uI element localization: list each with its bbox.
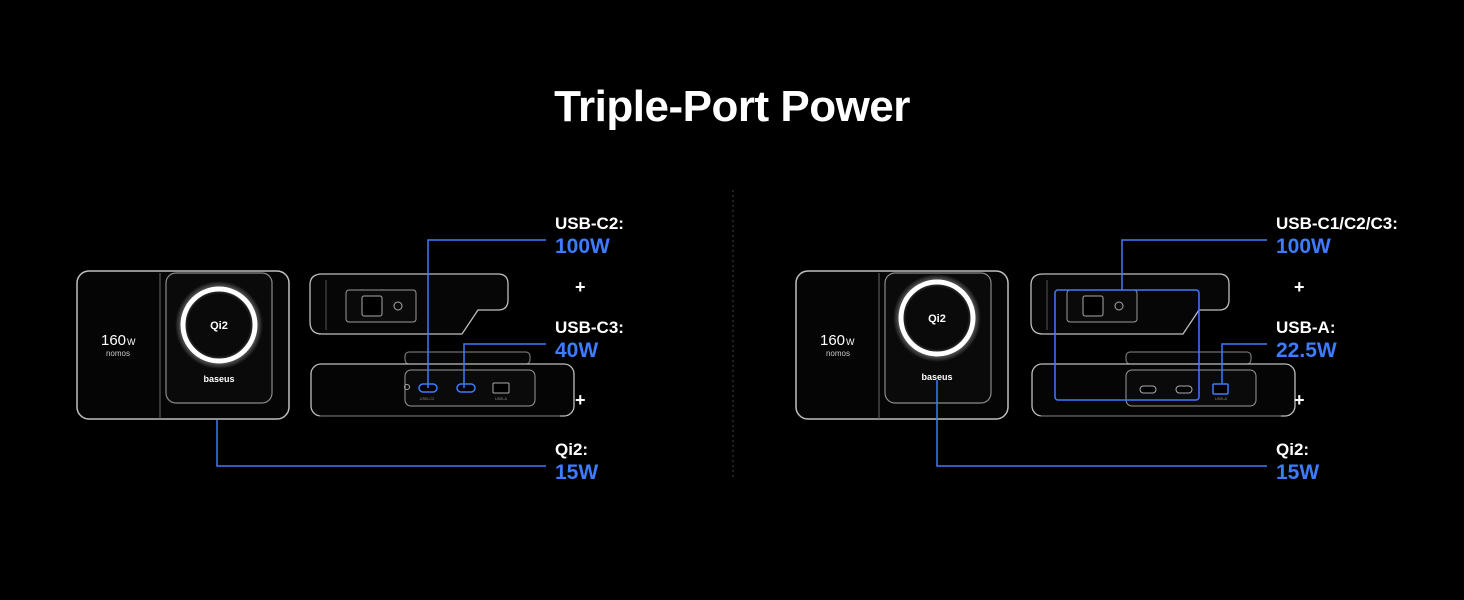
- svg-text:USB-A: USB-A: [1215, 396, 1228, 401]
- label-usb-c1-c2-c3-value: 100W: [1276, 235, 1331, 258]
- capacity-label: 160: [101, 332, 126, 349]
- label-usb-c2-name: USB-C2:: [555, 214, 624, 233]
- label-usb-c3-name: USB-C3:: [555, 318, 624, 337]
- left-leader-lines: [216, 239, 546, 467]
- brand-logo: baseus: [203, 374, 234, 384]
- plus-sign: +: [575, 390, 586, 410]
- leader-qi2-left: [216, 420, 546, 467]
- label-qi2-name: Qi2:: [555, 440, 589, 459]
- model-label: nomos: [106, 349, 130, 358]
- label-usb-a: USB-A: 22.5W: [1276, 319, 1337, 361]
- left-power-bank-front: Qi2 baseus 160 W nomos: [76, 270, 290, 420]
- right-power-bank-front: Qi2 baseus 160 W nomos: [795, 270, 1009, 420]
- label-qi2-right: Qi2: 15W: [1276, 441, 1319, 483]
- brand-logo: baseus: [921, 372, 952, 382]
- leader-qi2-right: [936, 380, 1267, 467]
- leader-usb-c2: [427, 239, 546, 388]
- label-usb-c3: USB-C3: 40W: [555, 319, 624, 361]
- label-qi2-left: Qi2: 15W: [555, 441, 598, 483]
- label-qi2-value: 15W: [1276, 461, 1320, 484]
- qi2-badge: Qi2: [928, 313, 946, 325]
- label-usb-a-name: USB-A:: [1276, 318, 1336, 337]
- leader-usb-c1-c2-c3: [1121, 239, 1267, 290]
- qi2-charging-ring: [898, 279, 976, 357]
- capacity-label: 160: [820, 332, 845, 349]
- left-power-bank-top-view: [309, 273, 509, 335]
- right-power-bank-side-view: USB-A: [1031, 351, 1296, 417]
- plus-sign: +: [1294, 277, 1305, 297]
- leader-usb-a: [1221, 343, 1267, 384]
- label-usb-c1-c2-c3: USB-C1/C2/C3: 100W: [1276, 215, 1398, 257]
- label-usb-a-value: 22.5W: [1276, 339, 1337, 362]
- capacity-unit: W: [846, 337, 855, 347]
- svg-text:USB-A: USB-A: [495, 396, 508, 401]
- qi2-badge: Qi2: [210, 320, 228, 332]
- right-power-bank-top-view: [1030, 273, 1230, 335]
- page-title: Triple-Port Power: [554, 82, 910, 131]
- qi2-charging-ring: [180, 286, 258, 364]
- usb-c-ports-highlight: [1054, 289, 1200, 401]
- right-leader-lines: [936, 239, 1267, 467]
- model-label: nomos: [826, 349, 850, 358]
- plus-sign: +: [1294, 390, 1305, 410]
- label-usb-c2-value: 100W: [555, 235, 610, 258]
- svg-text:USB-C2: USB-C2: [420, 396, 435, 401]
- label-usb-c3-value: 40W: [555, 339, 599, 362]
- capacity-unit: W: [127, 337, 136, 347]
- label-qi2-value: 15W: [555, 461, 599, 484]
- plus-sign: +: [575, 277, 586, 297]
- label-usb-c2: USB-C2: 100W: [555, 215, 624, 257]
- leader-usb-c3: [463, 343, 546, 388]
- label-qi2-name: Qi2:: [1276, 440, 1310, 459]
- label-usb-c1-c2-c3-name: USB-C1/C2/C3:: [1276, 214, 1398, 233]
- left-power-bank-side-view: USB-C2 USB-A: [310, 351, 575, 417]
